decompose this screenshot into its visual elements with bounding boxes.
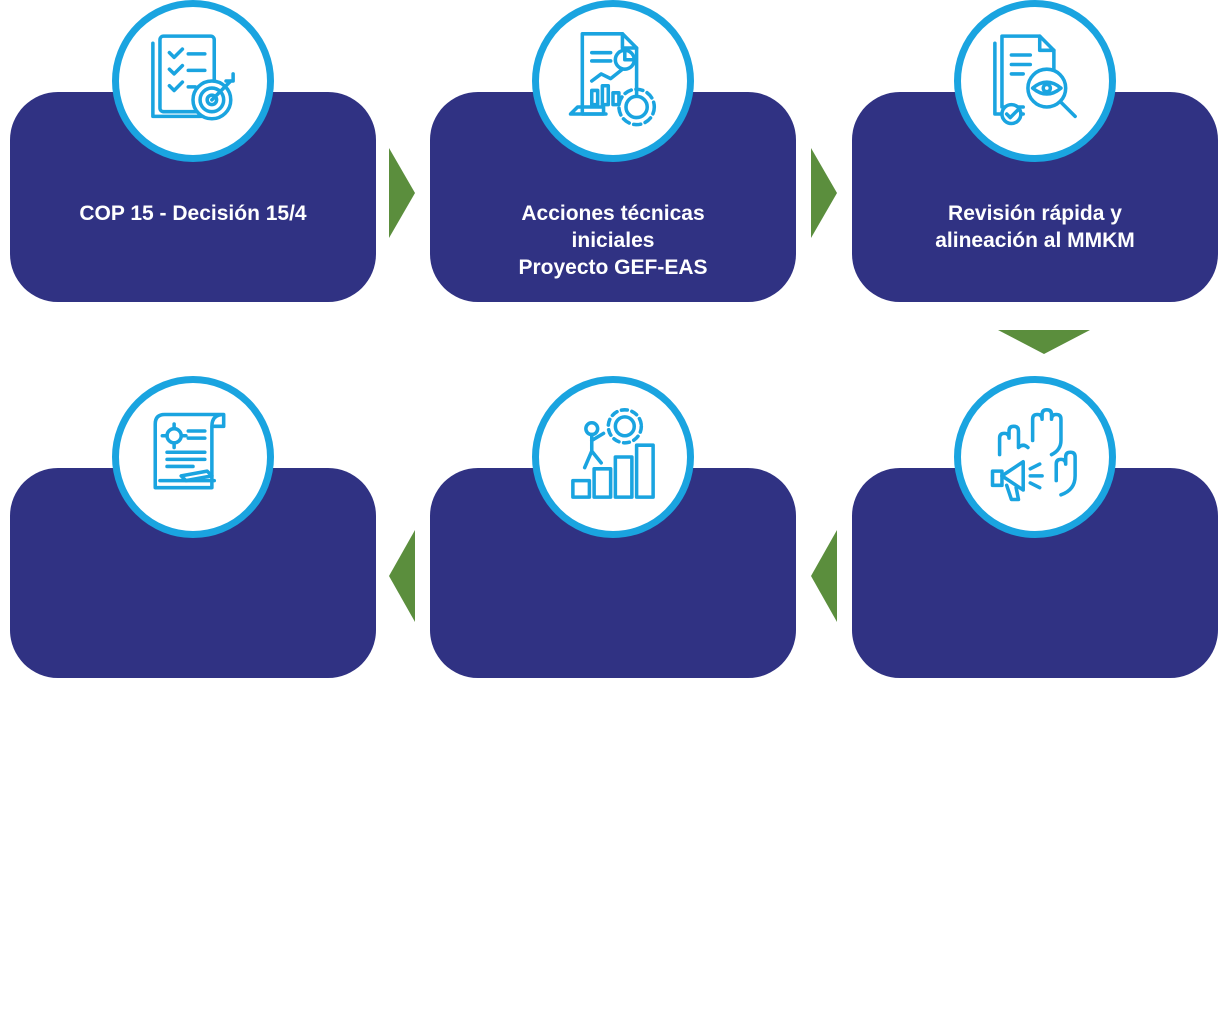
arrow-down (998, 330, 1090, 354)
arrow-left-2 (389, 530, 415, 622)
arrow-left-1 (811, 530, 837, 622)
document-magnifier-eye-icon (993, 34, 1077, 126)
step-icon-badge (532, 376, 694, 538)
step-proceso-participativo: Proceso participativo de consulta y sens… (852, 376, 1218, 1023)
report-chart-gear-icon (568, 32, 657, 127)
step-label: Revisión rápida y alineación al MMKM (935, 202, 1135, 252)
step-label: Proceso de oficialización de la ENBPA 20… (67, 946, 319, 996)
step-acciones-tecnicas: Acciones técnicas iniciales Proyecto GEF… (430, 0, 796, 302)
certificate-scroll-icon (153, 412, 226, 490)
step-oficializacion: Proceso de oficialización de la ENBPA 20… (10, 376, 376, 996)
step-label: Desarrollo de capítulos de la ENB y reun… (496, 946, 730, 1023)
arrow-right-1 (389, 148, 415, 238)
arrow-right-2 (811, 148, 837, 238)
person-stairs-gear-icon (571, 408, 655, 499)
step-label: COP 15 - Decisión 15/4 (79, 202, 307, 225)
step-cop15: COP 15 - Decisión 15/4 (10, 0, 376, 302)
step-label: Acciones técnicas iniciales Proyecto GEF… (518, 202, 708, 279)
step-icon-badge (954, 376, 1116, 538)
step-icon-badge (112, 376, 274, 538)
checklist-target-icon (151, 34, 235, 121)
step-icon-badge (112, 0, 274, 162)
step-icon-badge (532, 0, 694, 162)
raised-hands-megaphone-icon (990, 408, 1077, 502)
step-label: Proceso participativo de consulta y sens… (928, 946, 1142, 1023)
step-icon-badge (954, 0, 1116, 162)
step-desarrollo-capitulos: Desarrollo de capítulos de la ENB y reun… (430, 376, 796, 1023)
step-revision-rapida: Revisión rápida y alineación al MMKM (852, 0, 1218, 302)
